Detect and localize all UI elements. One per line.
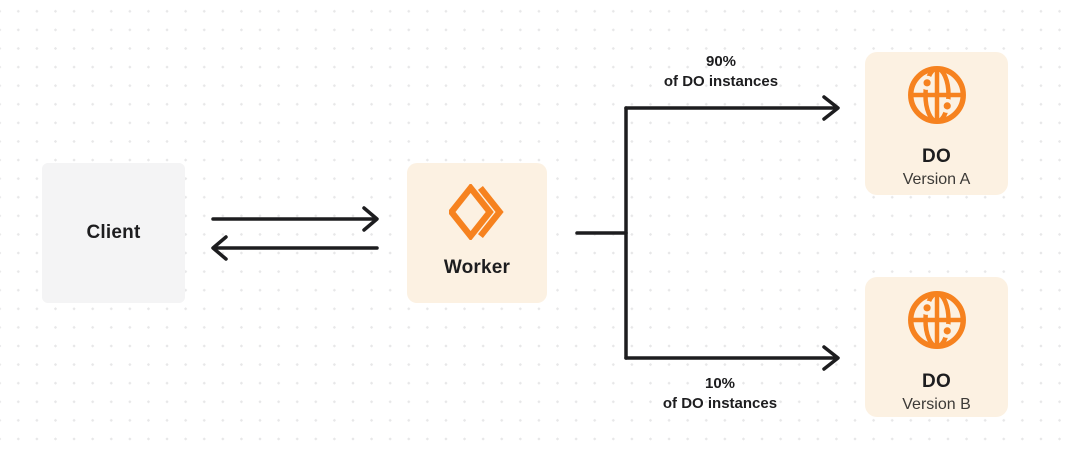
- worker-label: Worker: [443, 257, 511, 278]
- branch-top-percent: 90%: [705, 53, 737, 70]
- branch-bottom-label: 10% of DO instances: [610, 374, 830, 414]
- branch-bottom-caption: of DO instances: [662, 395, 778, 412]
- arrow-branch-to-do-b: [624, 345, 840, 371]
- do-version-b-node: DO Version B: [865, 277, 1008, 417]
- worker-node: Worker: [407, 163, 547, 303]
- do-b-title: DO: [921, 371, 952, 392]
- branch-top-caption: of DO instances: [663, 73, 779, 90]
- client-label: Client: [86, 222, 141, 243]
- arrow-worker-to-client: [211, 235, 379, 261]
- client-node: Client: [42, 163, 185, 303]
- globe-icon: [905, 63, 969, 127]
- arrow-client-to-worker: [211, 206, 379, 232]
- globe-icon: [905, 288, 969, 352]
- arrow-branch-to-do-a: [624, 95, 840, 121]
- do-a-subtitle: Version A: [902, 171, 971, 188]
- do-version-a-node: DO Version A: [865, 52, 1008, 195]
- branch-top-label: 90% of DO instances: [611, 52, 831, 92]
- branch-bottom-percent: 10%: [704, 375, 736, 392]
- do-b-subtitle: Version B: [902, 396, 971, 413]
- branch-trunk-line: [575, 106, 628, 360]
- workers-logo-icon: [448, 183, 506, 241]
- do-a-title: DO: [921, 146, 952, 167]
